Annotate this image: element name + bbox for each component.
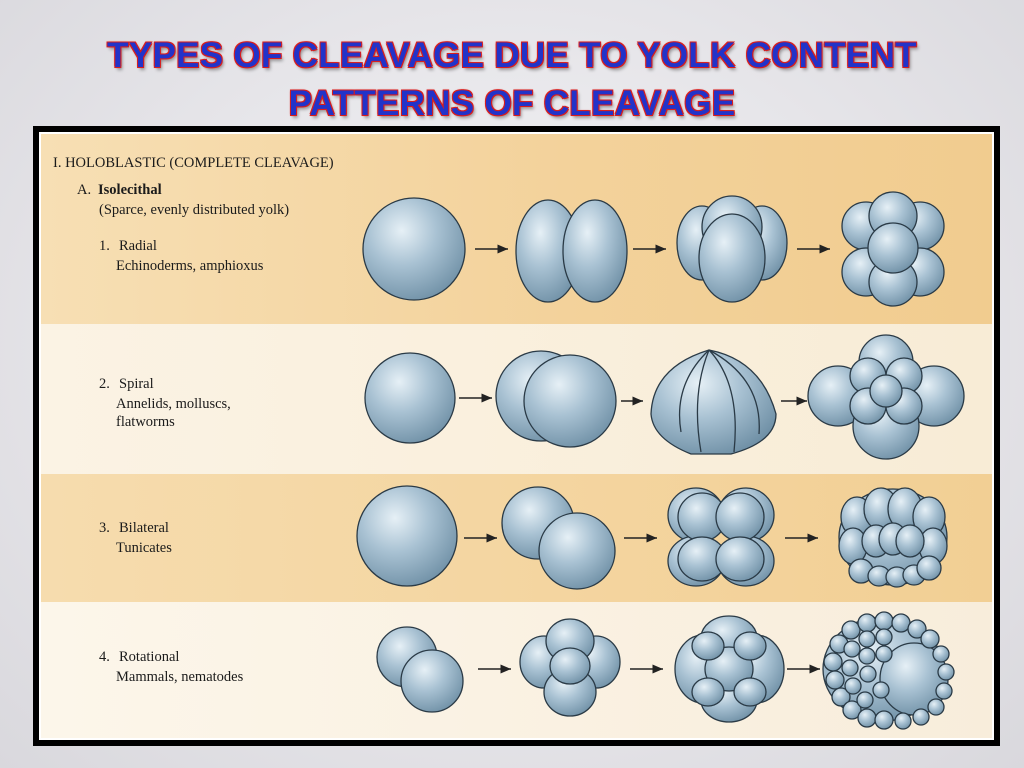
row-2-examples-line2: flatworms bbox=[116, 414, 175, 430]
row-3-number: 3. bbox=[99, 520, 110, 536]
section-heading: I. HOLOBLASTIC (COMPLETE CLEAVAGE) bbox=[53, 155, 334, 171]
row-1-name: Radial bbox=[119, 238, 157, 254]
slide-title: TYPES OF CLEAVAGE DUE TO YOLK CONTENT bbox=[107, 36, 917, 75]
rotational-stage-3-cells bbox=[674, 615, 785, 723]
bilateral-stage-2-cells bbox=[501, 486, 616, 590]
radial-stage-4-cells bbox=[841, 191, 945, 307]
row-3-examples: Tunicates bbox=[116, 540, 172, 556]
subheading-isolecithal: Isolecithal bbox=[98, 182, 162, 198]
bilateral-stage-3-cells bbox=[667, 487, 775, 587]
cleavage-diagram bbox=[356, 191, 965, 730]
spiral-stage-1-cell bbox=[364, 352, 456, 444]
row-3-name: Bilateral bbox=[119, 520, 169, 536]
radial-stage-1-cell bbox=[362, 197, 466, 301]
row-2-name: Spiral bbox=[119, 376, 154, 392]
slide-subtitle: PATTERNS OF CLEAVAGE bbox=[288, 84, 736, 123]
rotational-stage-4-cells bbox=[822, 611, 955, 730]
figure-frame: I. HOLOBLASTIC (COMPLETE CLEAVAGE) A. Is… bbox=[33, 126, 1000, 746]
rotational-stage-2-cells bbox=[519, 618, 621, 717]
row-4-name: Rotational bbox=[119, 649, 180, 665]
row-2-number: 2. bbox=[99, 376, 110, 392]
radial-stage-2-cells bbox=[515, 199, 628, 303]
row-4-examples: Mammals, nematodes bbox=[116, 669, 244, 685]
spiral-stage-4-cells bbox=[807, 334, 965, 460]
subheading-label: A. bbox=[77, 182, 92, 198]
row-4-number: 4. bbox=[99, 649, 110, 665]
rotational-stage-1-cells bbox=[376, 626, 464, 713]
radial-stage-3-cells bbox=[676, 195, 788, 303]
bilateral-stage-4-cells bbox=[838, 487, 948, 588]
spiral-stage-2-cells bbox=[495, 350, 617, 448]
row-band-radial bbox=[41, 134, 992, 324]
row-2-examples-line1: Annelids, molluscs, bbox=[116, 396, 231, 412]
figure-panel: I. HOLOBLASTIC (COMPLETE CLEAVAGE) A. Is… bbox=[39, 132, 994, 740]
spiral-stage-3-cells bbox=[650, 349, 777, 455]
row-1-examples: Echinoderms, amphioxus bbox=[116, 258, 264, 274]
row-1-number: 1. bbox=[99, 238, 110, 254]
bilateral-stage-1-cell bbox=[356, 485, 458, 587]
subheading-note: (Sparce, evenly distributed yolk) bbox=[99, 202, 290, 218]
